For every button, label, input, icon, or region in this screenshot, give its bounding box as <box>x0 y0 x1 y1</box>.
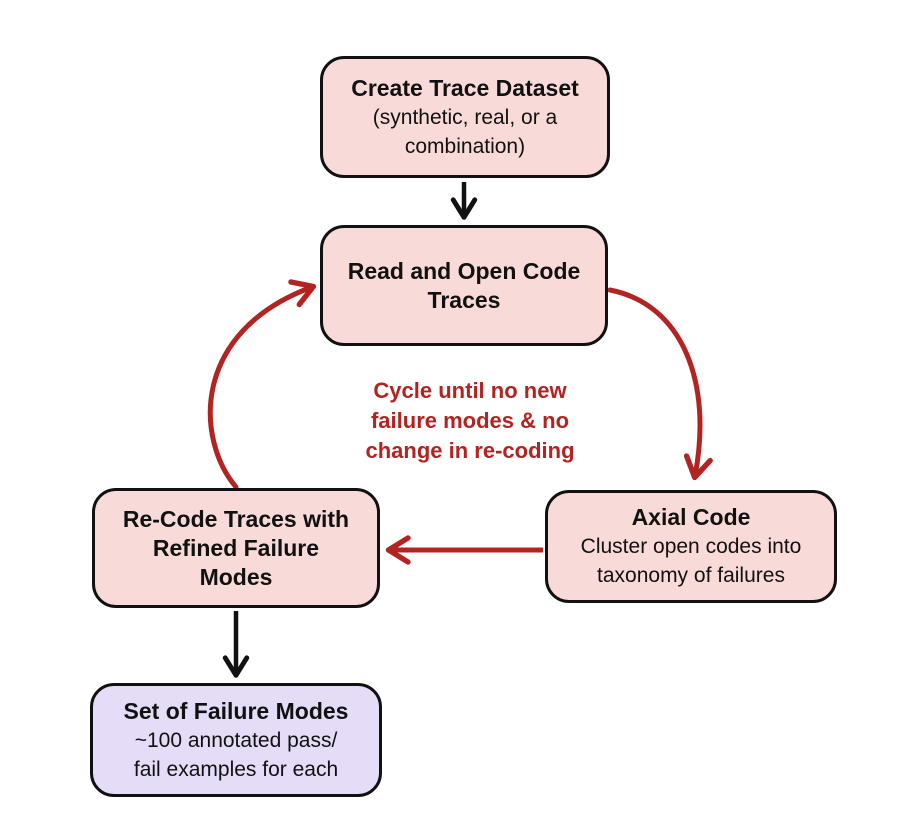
node-read-open-code-traces: Read and Open Code Traces <box>320 225 608 346</box>
arrow-read-to-axial-curve <box>607 287 713 481</box>
node-set-of-failure-modes: Set of Failure Modes ~100 annotated pass… <box>90 683 382 797</box>
node-recode-traces: Re-Code Traces with Refined Failure Mode… <box>92 488 380 608</box>
node-create-trace-dataset-body: (synthetic, real, or a combination) <box>372 105 558 158</box>
cycle-annotation: Cycle until no new failure modes & no ch… <box>365 378 575 463</box>
node-axial-code: Axial Code Cluster open codes into taxon… <box>545 490 837 603</box>
node-recode-traces-title: Re-Code Traces with Refined Failure Mode… <box>122 505 350 590</box>
arrow-recode-to-read-curve <box>207 279 317 490</box>
node-read-open-code-traces-title: Read and Open Code Traces <box>347 257 581 313</box>
node-create-trace-dataset-title: Create Trace Dataset <box>351 74 579 101</box>
node-set-of-failure-modes-title: Set of Failure Modes <box>123 697 349 724</box>
node-create-trace-dataset: Create Trace Dataset (synthetic, real, o… <box>320 56 610 178</box>
node-axial-code-body: Cluster open codes into taxonomy of fail… <box>580 535 802 587</box>
node-axial-code-title: Axial Code <box>631 504 751 530</box>
node-set-of-failure-modes-body: ~100 annotated pass/ fail examples for e… <box>133 728 339 781</box>
